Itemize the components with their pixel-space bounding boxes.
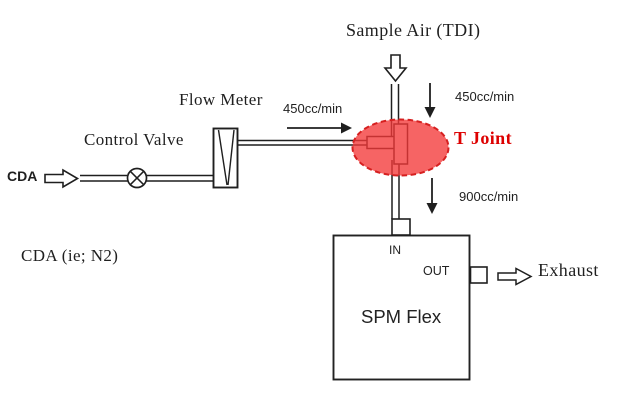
analyzer-in-port [391,218,411,236]
sample-air-label: Sample Air (TDI) [346,20,481,40]
exhaust-label: Exhaust [538,260,599,280]
control-valve-label: Control Valve [84,130,184,149]
analyzer-out-port [469,266,488,284]
flow-meter-label: Flow Meter [179,90,263,109]
analyzer-out-label: OUT [423,264,450,278]
outlet-flow-arrow-icon [426,178,438,214]
flow-meter-to-tjoint-pipe [238,139,372,146]
analyzer-box [332,234,471,381]
cda-note-label: CDA (ie; N2) [21,246,119,265]
outlet-flow-rate-label: 900cc/min [459,189,519,204]
cda-flow-arrow-icon [287,122,352,134]
cda-flow-rate-label: 450cc/min [283,101,343,116]
t-joint-highlight-ellipse [351,118,450,177]
flow-meter-symbol [212,127,239,189]
sample-flow-rate-label: 450cc/min [455,89,515,104]
exhaust-arrow-icon [497,267,533,286]
cda-label: CDA [7,168,38,184]
analyzer-name-label: SPM Flex [361,306,442,327]
t-joint-label: T Joint [454,128,512,148]
sample-flow-arrow-icon [424,83,436,118]
analyzer-in-label: IN [389,243,401,257]
control-valve-symbol [126,167,148,189]
sample-air-inlet-arrow-icon [383,54,408,83]
cda-inlet-arrow-icon [44,168,80,189]
